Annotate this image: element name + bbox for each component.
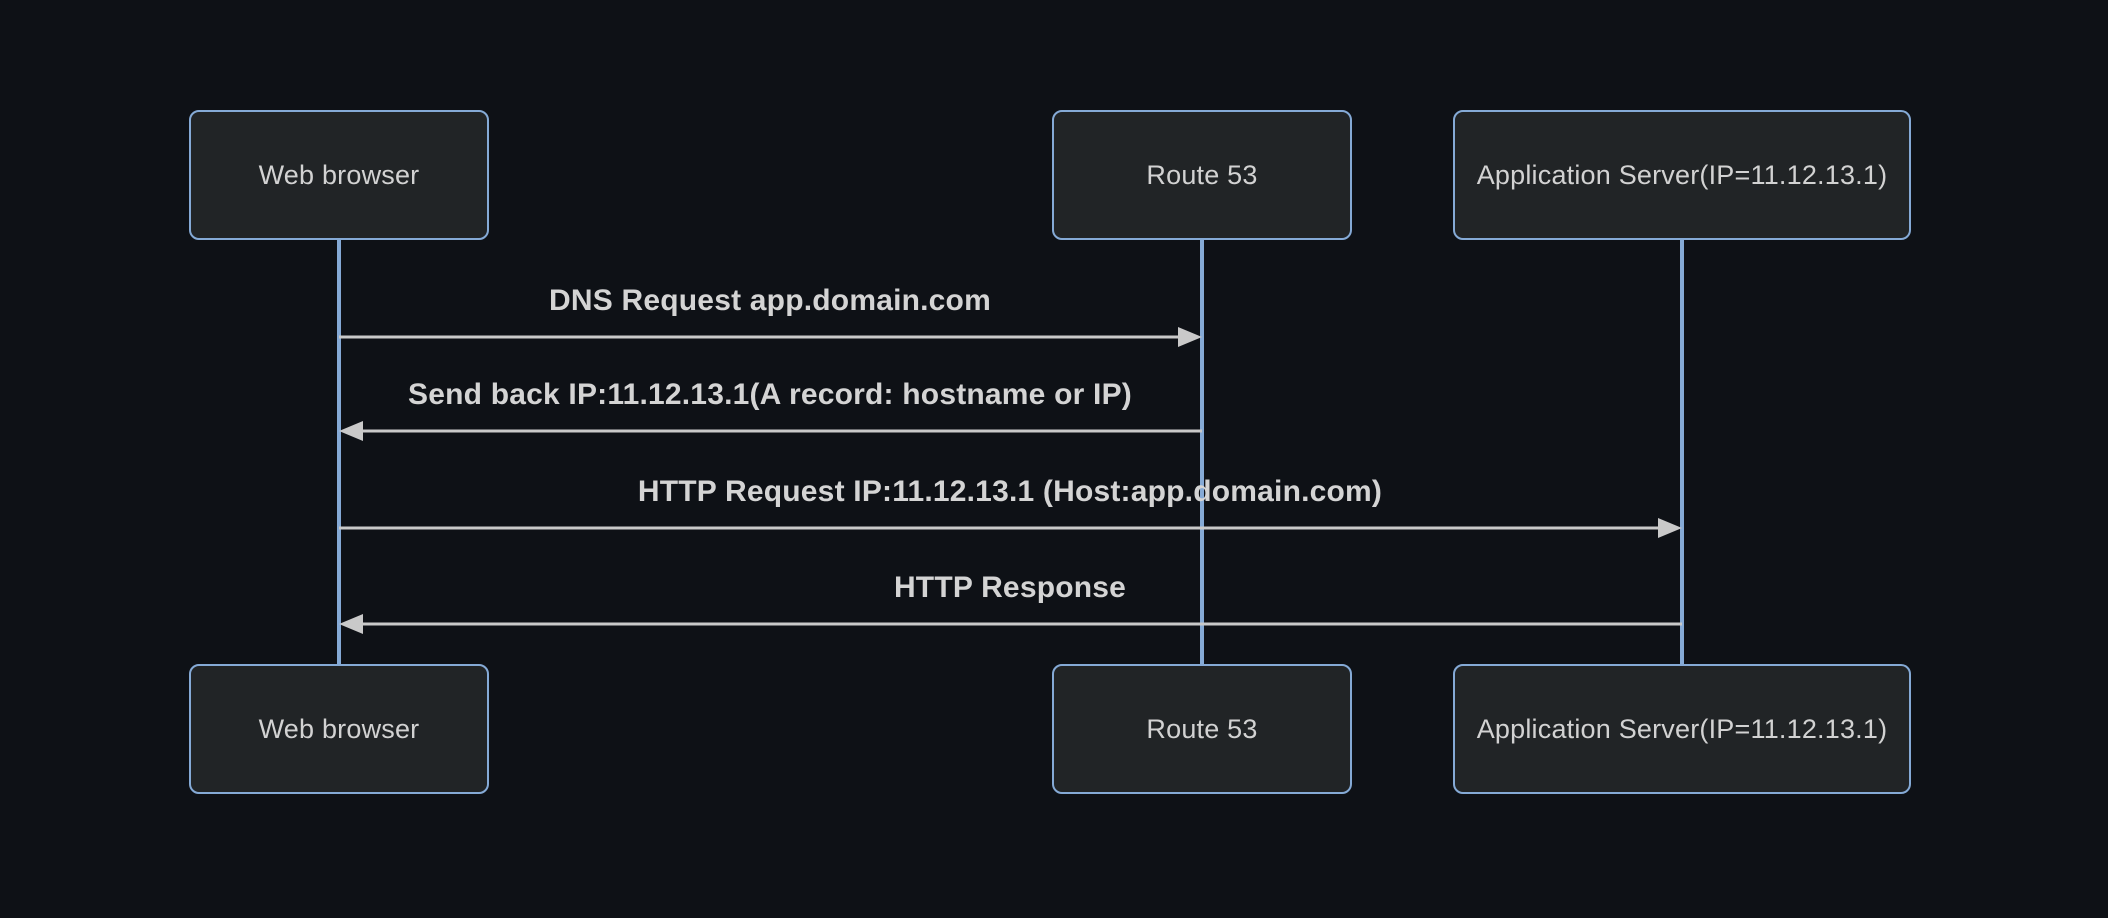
actor-top-web-browser: Web browser [189, 110, 489, 240]
message-label-http-request: HTTP Request IP:11.12.13.1 (Host:app.dom… [637, 475, 1383, 508]
actor-label: Web browser [258, 713, 420, 744]
arrowhead-right-icon [1658, 518, 1682, 538]
message-label-dns-request: DNS Request app.domain.com [549, 284, 991, 317]
message-label-send-back-ip: Send back IP:11.12.13.1(A record: hostna… [408, 378, 1132, 411]
actor-label: Application Server(IP=11.12.13.1) [1476, 159, 1888, 190]
actor-label: Route 53 [1146, 713, 1258, 744]
message-label-http-response: HTTP Response [893, 571, 1127, 604]
actor-top-app-server: Application Server(IP=11.12.13.1) [1453, 110, 1911, 240]
actor-bottom-web-browser: Web browser [189, 664, 489, 794]
arrowhead-left-icon [339, 614, 363, 634]
actor-bottom-app-server: Application Server(IP=11.12.13.1) [1453, 664, 1911, 794]
arrowhead-left-icon [339, 421, 363, 441]
actor-label: Application Server(IP=11.12.13.1) [1476, 713, 1888, 744]
actor-label: Route 53 [1146, 159, 1258, 190]
actor-label: Web browser [258, 159, 420, 190]
actor-bottom-route-53: Route 53 [1052, 664, 1352, 794]
arrowhead-right-icon [1178, 327, 1202, 347]
actor-top-route-53: Route 53 [1052, 110, 1352, 240]
